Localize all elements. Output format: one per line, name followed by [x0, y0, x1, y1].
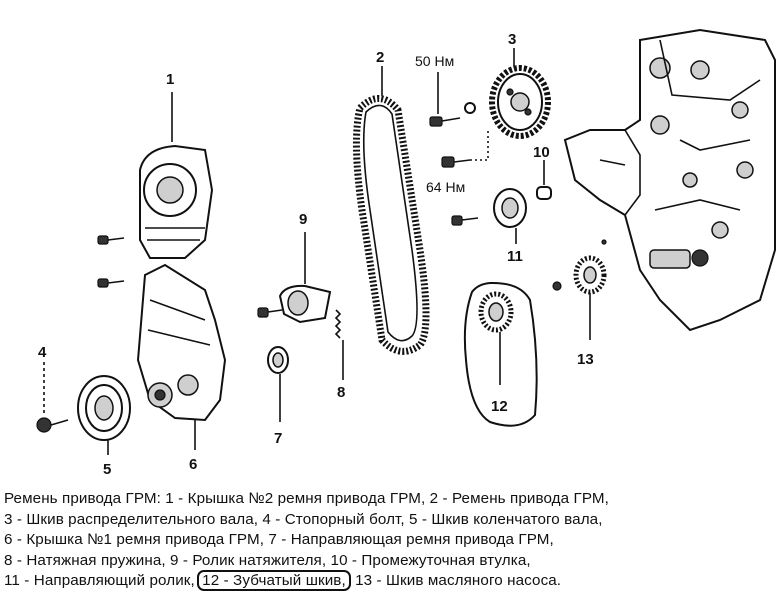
part-label-6: 6 [189, 456, 197, 473]
part-4-lock-bolt: 4 [36, 344, 69, 433]
part-7-belt-guide: 7 [267, 346, 289, 447]
part-6-cover-no1: 6 [136, 263, 227, 473]
part-label-9: 9 [299, 211, 307, 228]
caption-line-5-end: 13 - Шкив масляного насоса. [355, 572, 562, 589]
part-10-spacer: 10 [533, 144, 552, 200]
part-label-1: 1 [166, 71, 174, 88]
part-label-3: 3 [508, 31, 516, 48]
part-1-cover-no2: 1 [139, 71, 214, 259]
caption-line-3: 6 - Крышка №1 ремня привода ГРМ, 7 - Нап… [4, 531, 554, 548]
cover-bolts [97, 235, 125, 288]
part-label-11: 11 [507, 248, 523, 265]
part-label-8: 8 [337, 384, 345, 401]
part-label-4: 4 [38, 344, 47, 361]
part-label-12: 12 [491, 398, 508, 415]
part-8-tension-spring: 8 [334, 309, 345, 401]
torque-label-64: 64 Нм [426, 179, 465, 195]
part-9-tensioner-pulley: 9 [257, 211, 332, 324]
part-label-7: 7 [274, 430, 282, 447]
figure-caption: Ремень привода ГРМ: 1 - Крышка №2 ремня … [4, 489, 774, 592]
caption-line-2: 3 - Шкив распределительного вала, 4 - Ст… [4, 510, 603, 528]
engine-block [563, 28, 776, 332]
caption-line-5: 11 - Направляющий ролик, 12 - Зубчатый ш… [4, 570, 774, 592]
torque-label-50: 50 Нм [415, 53, 454, 69]
part-label-10: 10 [533, 144, 550, 161]
caption-highlighted-part-12: 12 - Зубчатый шкив, [197, 570, 351, 591]
part-13-oil-pump-pulley: 13 [552, 255, 607, 368]
part-5-crankshaft-pulley: 5 [77, 375, 131, 478]
caption-line-4: 8 - Натяжная пружина, 9 - Ролик натяжите… [4, 551, 531, 569]
part-label-5: 5 [103, 461, 111, 478]
part-3-camshaft-pulley: 3 50 Нм 64 Нм [415, 31, 551, 195]
caption-line-1: Ремень привода ГРМ: 1 - Крышка №2 ремня … [4, 490, 609, 507]
part-label-2: 2 [376, 49, 384, 66]
part-12-timing-gear: 12 [463, 281, 538, 427]
part-11-idler-pulley: 11 [451, 188, 527, 265]
part-label-13: 13 [577, 351, 594, 368]
caption-line-5-start: 11 - Направляющий ролик, [4, 572, 195, 589]
part-2-timing-belt: 2 [352, 49, 430, 355]
